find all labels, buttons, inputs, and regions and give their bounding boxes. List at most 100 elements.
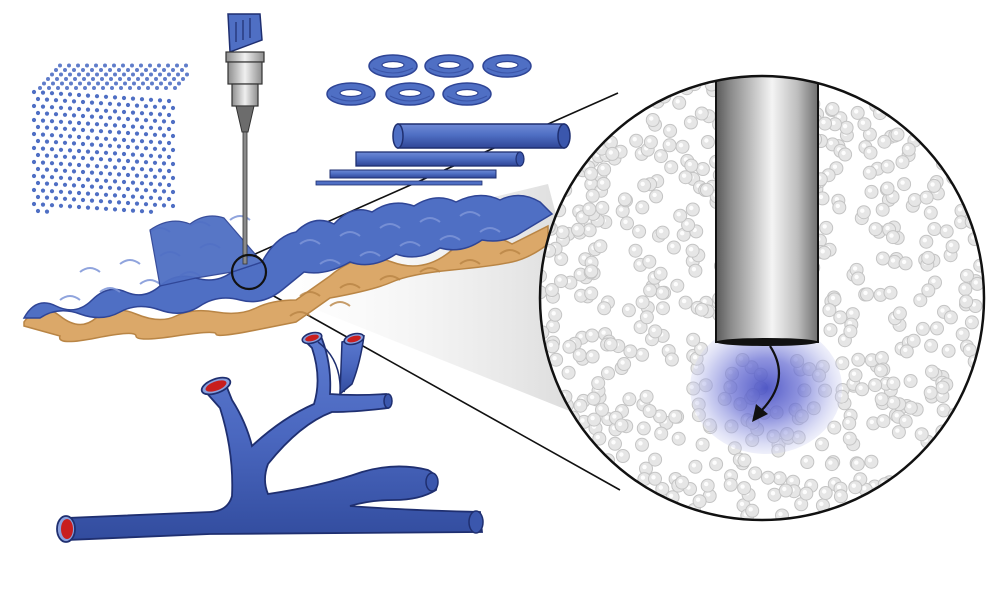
lattice-dot <box>44 167 50 172</box>
lattice-dot <box>58 133 64 138</box>
lattice-dot <box>35 180 41 186</box>
lattice-dot <box>49 147 55 152</box>
lattice-dot <box>76 134 82 140</box>
bead <box>584 264 599 279</box>
lattice-dot <box>180 68 184 72</box>
lattice-dot <box>148 167 154 172</box>
lattice-dot <box>85 121 91 126</box>
bead <box>686 332 701 347</box>
lattice-dot <box>139 125 145 130</box>
lattice-dot <box>158 72 162 77</box>
bead <box>678 170 693 185</box>
lattice-dot <box>101 86 105 90</box>
lattice-dot <box>152 118 158 123</box>
lattice-dot <box>53 168 59 173</box>
lattice-dot <box>31 159 37 165</box>
lattice-dot <box>134 159 140 164</box>
lattice-dot <box>89 100 95 105</box>
lattice-dot <box>67 148 73 153</box>
bead <box>709 457 724 472</box>
lattice-dot <box>44 139 50 144</box>
bead <box>635 347 650 362</box>
bead <box>663 123 678 138</box>
lattice-dot <box>71 155 77 160</box>
bead <box>695 162 710 176</box>
lattice-dot <box>166 154 172 160</box>
bead <box>913 293 928 308</box>
bead <box>927 222 942 236</box>
lattice-dot <box>152 188 158 193</box>
bead <box>685 243 700 258</box>
bead <box>671 431 686 446</box>
bead <box>622 392 637 407</box>
lattice-dot <box>134 201 140 206</box>
lattice-dot <box>63 68 67 72</box>
lattice-dot <box>85 205 91 210</box>
lattice-dot <box>166 196 172 202</box>
bead <box>645 113 660 127</box>
lattice-dot <box>139 209 145 214</box>
lattice-dot <box>161 133 167 138</box>
bead <box>842 416 857 431</box>
lattice-dot <box>100 77 104 81</box>
bead <box>827 292 842 307</box>
lattice-dot <box>54 68 58 72</box>
lattice-dot <box>132 81 136 86</box>
lattice-dot <box>67 120 73 125</box>
lattice-dot <box>152 160 158 165</box>
lattice-dot <box>116 200 122 205</box>
lattice-dot <box>55 77 59 81</box>
bead <box>684 158 699 173</box>
bead <box>662 138 677 153</box>
bead <box>648 324 663 339</box>
bead <box>923 385 938 400</box>
lattice-dot <box>119 86 123 90</box>
bead <box>596 176 611 191</box>
bead <box>839 120 854 135</box>
lattice-dot <box>80 183 86 189</box>
lattice-dot <box>170 133 176 139</box>
lattice-dot <box>104 72 108 77</box>
lattice-dot <box>166 98 172 104</box>
lattice-dot <box>98 171 104 176</box>
lattice-dot <box>134 145 140 150</box>
lattice-dot <box>116 158 122 163</box>
bead <box>862 165 877 180</box>
bead <box>833 310 848 325</box>
lattice-dot <box>40 160 46 165</box>
lattice-dot <box>130 166 136 171</box>
lattice-dot <box>86 72 90 77</box>
lattice-dot <box>148 181 154 186</box>
bead <box>778 483 793 498</box>
lattice-dot <box>103 178 109 183</box>
bead <box>748 466 763 481</box>
bead <box>562 339 577 354</box>
lattice-dot <box>121 165 127 171</box>
bead <box>817 245 832 260</box>
lattice-dot <box>38 86 42 90</box>
lattice-dot <box>83 86 87 90</box>
lattice-dot <box>152 132 158 137</box>
bead <box>843 324 858 339</box>
lattice-dot <box>58 175 64 180</box>
lattice-dot <box>140 72 144 77</box>
lattice-dot <box>99 68 103 72</box>
lattice-dot <box>176 72 180 77</box>
bead <box>737 453 752 468</box>
bead <box>873 363 888 378</box>
bead <box>874 351 889 365</box>
lattice-dot <box>58 91 64 96</box>
lattice-dot <box>116 102 122 107</box>
bead <box>891 425 906 440</box>
bead <box>635 200 650 215</box>
lattice-dot <box>44 97 50 102</box>
lattice-dot <box>112 165 118 170</box>
lattice-dot <box>126 68 130 72</box>
lattice-dot <box>130 110 136 115</box>
lattice-dot <box>67 92 73 97</box>
lattice-dot <box>71 169 77 174</box>
bead <box>855 382 870 397</box>
fiber-thin <box>315 180 483 186</box>
lattice-dot <box>67 162 73 167</box>
bead <box>571 222 585 237</box>
